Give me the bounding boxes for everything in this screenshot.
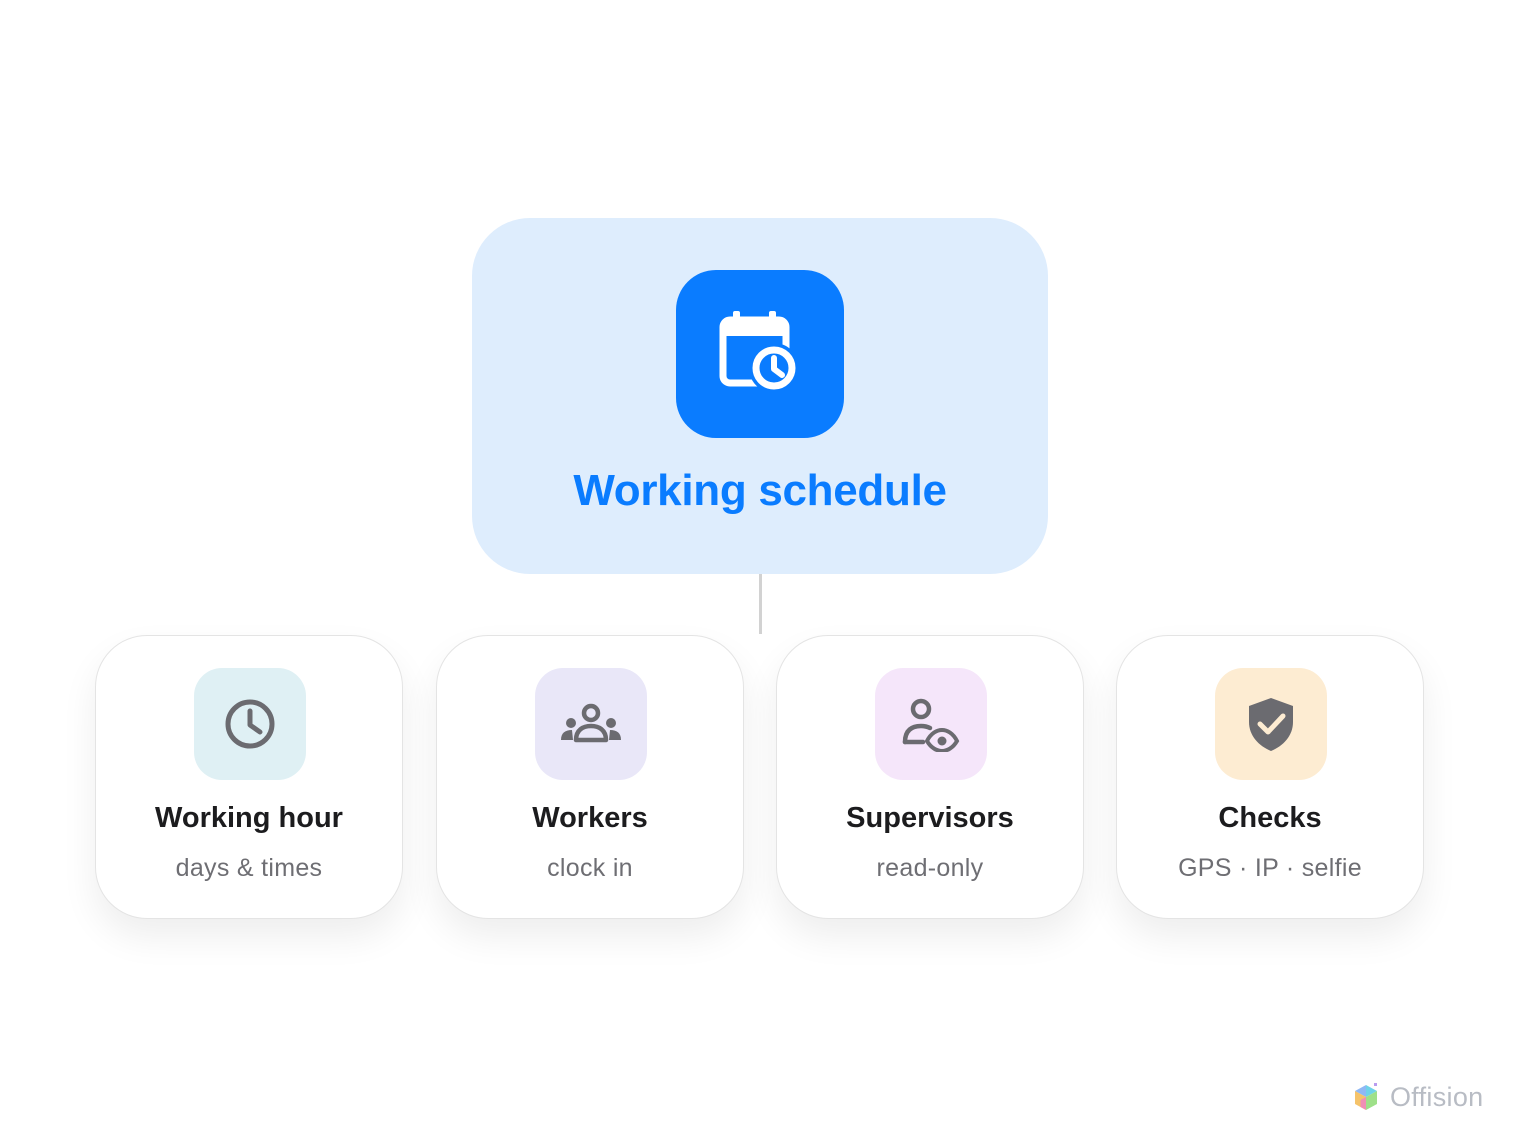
person-eye-icon	[902, 698, 960, 752]
child-node-supervisors: Supervisors read-only	[776, 635, 1084, 919]
child-title: Workers	[532, 802, 648, 834]
child-subtitle: GPS · IP · selfie	[1178, 854, 1362, 882]
root-icon-tile	[676, 270, 844, 438]
child-subtitle: read-only	[876, 854, 984, 882]
child-title: Checks	[1218, 802, 1322, 834]
child-icon-tile	[1215, 668, 1327, 780]
root-title: Working schedule	[573, 466, 947, 515]
child-subtitle: clock in	[547, 854, 633, 882]
child-node-workers: Workers clock in	[436, 635, 744, 919]
child-title: Supervisors	[846, 802, 1014, 834]
child-node-checks: Checks GPS · IP · selfie	[1116, 635, 1424, 919]
brand-name: Offision	[1390, 1081, 1484, 1112]
child-title: Working hour	[155, 802, 343, 834]
brand-watermark: Offision	[1352, 1080, 1483, 1114]
child-subtitle: days & times	[175, 854, 323, 882]
connector-line	[759, 574, 762, 634]
child-icon-tile	[535, 668, 647, 780]
shield-check-icon	[1249, 698, 1293, 751]
child-icon-tile	[194, 668, 306, 780]
child-node-working-hour: Working hour days & times	[95, 635, 403, 919]
offision-logo-icon	[1355, 1083, 1377, 1110]
group-icon	[561, 703, 621, 743]
calendar-clock-icon	[719, 311, 799, 393]
root-node-card: Working schedule	[472, 218, 1048, 574]
clock-icon	[225, 699, 275, 749]
child-icon-tile	[875, 668, 987, 780]
